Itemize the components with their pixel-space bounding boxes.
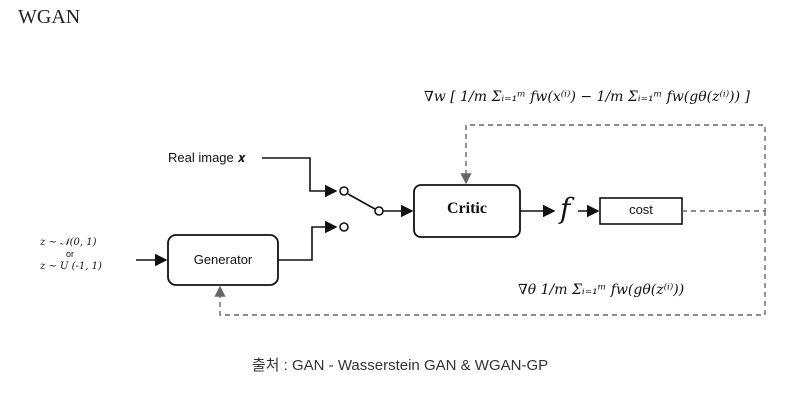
noise-or-label: or [66, 249, 75, 259]
cost-label: cost [629, 202, 653, 217]
switch-arm [347, 193, 376, 210]
noise-normal-label: z ∼ 𝒩(0, 1) [40, 237, 97, 248]
critic-label: Critic [447, 200, 487, 217]
generator-gradient-formula: ∇θ 1/m Σᵢ₌₁ᵐ fw(gθ(z⁽ⁱ⁾)) [518, 282, 685, 298]
f-function-label: f [560, 192, 571, 225]
source-caption: 출처 : GAN - Wasserstein GAN & WGAN-GP [251, 357, 549, 374]
switch-top-terminal [339, 186, 349, 196]
critic-feedback-loop [460, 124, 766, 212]
switch-pivot [374, 206, 384, 216]
real-image-label: Real image 𝒙 [168, 150, 246, 165]
switch-bottom-terminal [339, 222, 349, 232]
real-image-edge [262, 157, 338, 198]
critic-gradient-formula: ∇w [ 1/m Σᵢ₌₁ᵐ fw(x⁽ⁱ⁾) − 1/m Σᵢ₌₁ᵐ fw(g… [424, 89, 751, 105]
page-title: WGAN [18, 6, 81, 28]
generator-box [167, 234, 279, 286]
noise-uniform-label: z ∼ U (-1, 1) [40, 261, 102, 272]
generator-label: Generator [193, 252, 253, 267]
generator-output-edge [278, 220, 338, 261]
